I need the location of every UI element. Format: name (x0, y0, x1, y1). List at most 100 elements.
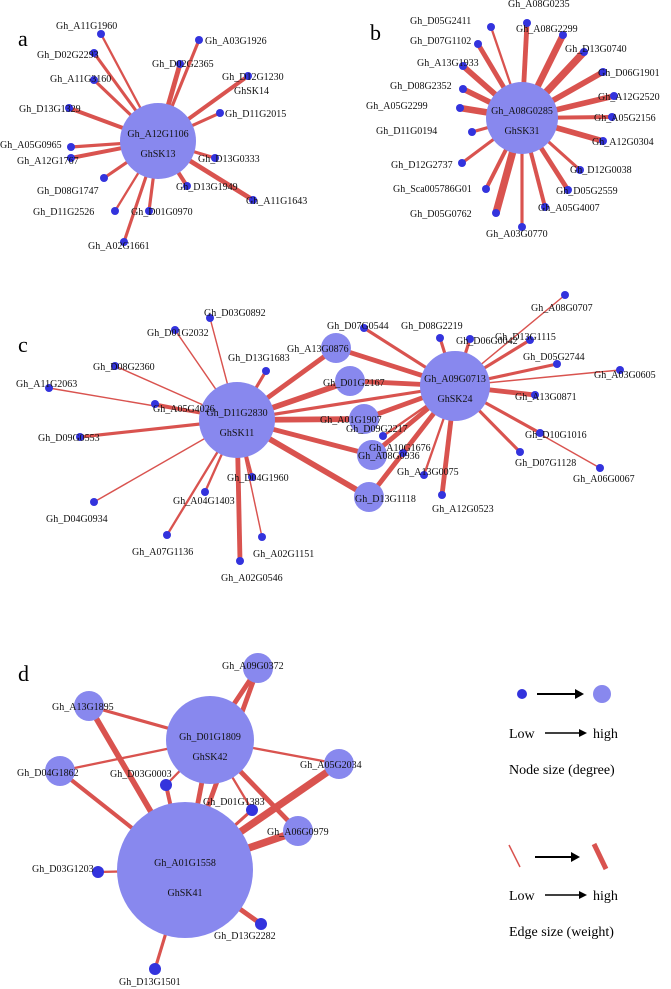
node-Gh_D05G2559 (564, 186, 572, 194)
legend-node-low: Low (509, 727, 536, 742)
node-Gh_A03G0770 (518, 223, 526, 231)
node-label-Gh_D05G2744: Gh_D05G2744 (523, 352, 585, 363)
node-label-Gh_A13G1933: Gh_A13G1933 (417, 58, 479, 69)
node-Gh_D03G0003 (160, 779, 172, 791)
node-label-Gh_A10G1676: Gh_A10G1676 (369, 443, 431, 454)
node-label-Gh_D12G1230: Gh_D12G1230 (222, 72, 284, 83)
node-Gh_D08G2360 (111, 362, 119, 370)
node-Gh_A13G0871 (531, 391, 539, 399)
node-label-Gh_A03G0770: Gh_A03G0770 (486, 229, 548, 240)
node-label-Gh_A11G3160: Gh_A11G3160 (50, 74, 111, 85)
node-Gh_D11G2526 (111, 207, 119, 215)
node-Gh_A12G0304 (599, 137, 607, 145)
node-Gh_D09G0553 (76, 433, 84, 441)
node-label-Gh_A08G0235: Gh_A08G0235 (508, 0, 570, 10)
node-Gh_D13G1115 (526, 336, 534, 344)
node-Gh_D08G2219 (436, 334, 444, 342)
node-Gh_D04G1960 (248, 473, 256, 481)
node-Gh_D07G1102 (474, 40, 482, 48)
node-Gh_D13G1501 (149, 963, 161, 975)
node-label-Gh_D12G0038: Gh_D12G0038 (570, 165, 632, 176)
node-label-Gh_D04G1862: Gh_D04G1862 (17, 768, 79, 779)
node-Gh_D06G1901 (599, 68, 607, 76)
node-label-Gh_D13G1115: Gh_D13G1115 (495, 332, 556, 343)
node-Gh_A03G0605 (616, 366, 624, 374)
node-Gh_A01G1907 (349, 404, 379, 434)
node-label-Gh_A05G2034: Gh_A05G2034 (300, 760, 362, 771)
node-Gh_D13G1683 (262, 367, 270, 375)
node-Gh_A05G4026 (151, 400, 159, 408)
node-Gh_A13G0075 (420, 471, 428, 479)
node-label-Gh_D12G2737: Gh_D12G2737 (391, 160, 453, 171)
node-label-Gh_D13G1329: Gh_D13G1329 (19, 104, 81, 115)
node-label-Gh_D07G1128: Gh_D07G1128 (515, 458, 576, 469)
node-label-Gh_A11G1643: Gh_A11G1643 (246, 196, 307, 207)
legend-node-scale-arrowhead (579, 729, 587, 737)
node-Gh_A04G1403 (201, 488, 209, 496)
node-label-Gh_D02G2293: Gh_D02G2293 (37, 50, 99, 61)
node-Gh_D08G2352 (459, 85, 467, 93)
node-Gh_D02G2365 (176, 60, 184, 68)
node-label-Gh_A12G2520: Gh_A12G2520 (598, 92, 660, 103)
node-label-Gh_A13G1895: Gh_A13G1895 (52, 702, 114, 713)
node-Gh_D01G0970 (145, 207, 153, 215)
node-Gh_A02G0546 (236, 557, 244, 565)
panel-letter-c: c (18, 332, 28, 357)
node-label-Gh_D01G2167: Gh_D01G2167 (323, 378, 385, 389)
legend-node-caption: Node size (degree) (509, 763, 615, 778)
node-label-Gh_D13G0740: Gh_D13G0740 (565, 44, 627, 55)
node-Gh_A02G1661 (120, 238, 128, 246)
node-label-Gh_A12G1106: Gh_A12G1106 (127, 129, 188, 140)
node-Gh_A01G1558 (117, 802, 253, 938)
node-label-Gh_D01G1383: Gh_D01G1383 (203, 797, 265, 808)
node-label-Gh_A05G4026: Gh_A05G4026 (153, 404, 215, 415)
node-Gh_D05G2411 (487, 23, 495, 31)
node-Gh_A05G2034 (324, 749, 354, 779)
node-Gh_A05G0965 (67, 143, 75, 151)
legend-edge-arrowhead (571, 852, 580, 862)
node-sublabel-Gh_D12G1230: GhSK14 (234, 86, 269, 97)
legend-thin-edge (508, 844, 521, 868)
node-label-Gh_D11G0194: Gh_D11G0194 (376, 126, 437, 137)
panel-letter-b: b (370, 20, 381, 45)
node-label-Gh_A03G1926: Gh_A03G1926 (205, 36, 267, 47)
node-Gh_D01G2032 (171, 326, 179, 334)
node-Gh_D12G0038 (576, 166, 584, 174)
node-Gh_D13G1118 (354, 482, 384, 512)
legend-edge-high: high (593, 889, 618, 904)
node-label-Gh_D06G0042: Gh_D06G0042 (456, 336, 518, 347)
node-label-Gh_D05G2559: Gh_D05G2559 (556, 186, 618, 197)
node-label-Gh_A03G0605: Gh_A03G0605 (594, 370, 656, 381)
node-label-Gh_D05G2411: Gh_D05G2411 (410, 16, 471, 27)
node-label-Gh_D07G1102: Gh_D07G1102 (410, 36, 471, 47)
node-sublabel-Gh_A08G0285: GhSK31 (504, 126, 539, 137)
node-Gh_A03G1926 (195, 36, 203, 44)
node-Gh_A11G1643 (249, 196, 257, 204)
node-Gh_D04G1862 (45, 756, 75, 786)
legend-node-high: high (593, 727, 618, 742)
node-label-Gh_D08G2360: Gh_D08G2360 (93, 362, 155, 373)
node-Gh_D12G1230 (244, 72, 252, 80)
node-label-Gh_D03G0892: Gh_D03G0892 (204, 308, 266, 319)
node-Gh_A13G1933 (459, 62, 467, 70)
node-label-Gh_D09G0553: Gh_D09G0553 (38, 433, 100, 444)
node-label-Gh_A02G1151: Gh_A02G1151 (253, 549, 314, 560)
node-Gh_D13G1949 (183, 182, 191, 190)
node-Gh_A12G0523 (438, 491, 446, 499)
node-label-Gh_A06G0979: Gh_A06G0979 (267, 827, 329, 838)
node-Gh_A09G0713 (420, 351, 490, 421)
node-label-Gh_D11G2830: Gh_D11G2830 (206, 408, 267, 419)
node-label-Gh_A04G1403: Gh_A04G1403 (173, 496, 235, 507)
node-Gh_A12G1767 (67, 154, 75, 162)
node-label-Gh_D13G1683: Gh_D13G1683 (228, 353, 290, 364)
node-Gh_A06G0067 (596, 464, 604, 472)
node-Gh_A06G0979 (283, 816, 313, 846)
node-label-Gh_D04G0934: Gh_D04G0934 (46, 514, 108, 525)
node-label-Gh_A01G1558: Gh_A01G1558 (154, 858, 216, 869)
node-label-Gh_D01G2032: Gh_D01G2032 (147, 328, 209, 339)
nodes-layer (45, 19, 624, 975)
node-Gh_D01G2167 (335, 366, 365, 396)
